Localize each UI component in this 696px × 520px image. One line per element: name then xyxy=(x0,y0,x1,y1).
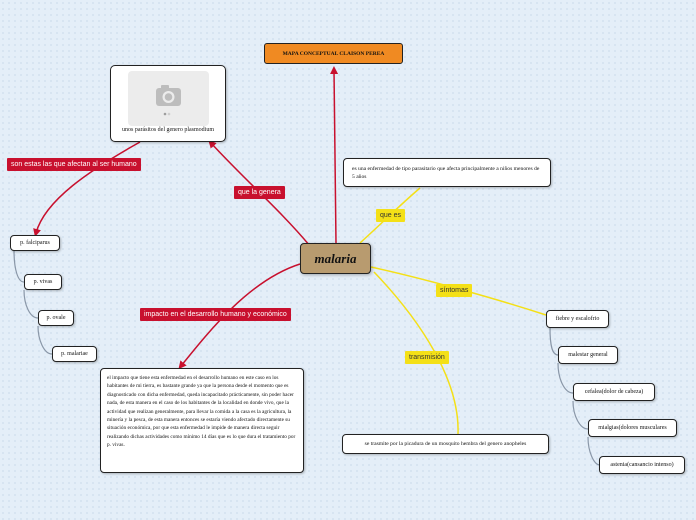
link-label-son-estas[interactable]: son estas las que afectan al ser humano xyxy=(7,158,141,171)
link-to-species xyxy=(33,141,141,237)
central-topic[interactable]: malaria xyxy=(300,243,371,274)
link-label-sintomas[interactable]: síntomas xyxy=(436,284,473,297)
symptom-node[interactable]: cefalea(dolor de cabeza) xyxy=(573,383,655,401)
species-node[interactable]: p. ovale xyxy=(38,310,74,326)
link-to-title xyxy=(330,66,339,244)
species-node[interactable]: p. vivas xyxy=(24,274,62,290)
parasite-image-node[interactable]: unos parásitos del genero plasmodium xyxy=(110,65,226,142)
symptom-node[interactable]: astenia(cansancio intenso) xyxy=(599,456,685,474)
camera-icon xyxy=(156,85,181,116)
symptom-node[interactable]: fiebre y escalofrio xyxy=(546,310,609,328)
definition-node[interactable]: es una enfermedad de tipo parasitario qu… xyxy=(343,158,551,187)
link-to-transmission xyxy=(373,271,459,435)
symptoms-tree-line xyxy=(549,327,601,466)
link-label-que-es[interactable]: que es xyxy=(376,209,406,222)
map-title[interactable]: MAPA CONCEPTUAL CLAISON PEREA xyxy=(264,43,403,64)
transmission-node[interactable]: se trasmite por la picadura de un mosqui… xyxy=(342,434,549,454)
symptom-node[interactable]: malestar general xyxy=(558,346,618,364)
link-label-que-la-genera[interactable]: que la genera xyxy=(234,186,285,199)
image-placeholder xyxy=(128,71,209,126)
link-to-impact xyxy=(178,263,301,370)
parasite-caption: unos parásitos del genero plasmodium xyxy=(122,127,214,133)
link-label-transmision[interactable]: transmisión xyxy=(405,351,449,364)
impact-paragraph-node[interactable]: el impacto que tiene esta enfermedad en … xyxy=(100,368,304,473)
species-tree-line xyxy=(13,249,53,355)
link-label-impacto[interactable]: impacto en el desarrollo humano y económ… xyxy=(140,308,291,321)
species-node[interactable]: p. falciparus xyxy=(10,235,60,251)
symptom-node[interactable]: mialgias(dolores musculares xyxy=(588,419,677,437)
species-node[interactable]: p. malariae xyxy=(52,346,97,362)
